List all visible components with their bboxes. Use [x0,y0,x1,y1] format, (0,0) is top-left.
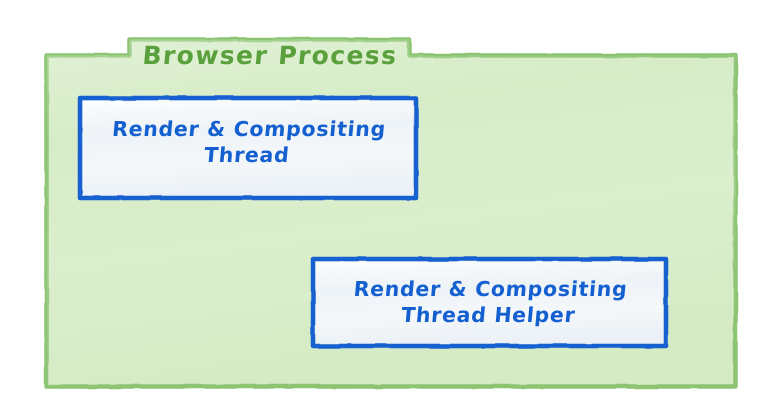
node-render-compositing-thread-helper[interactable] [310,256,669,349]
node-1-sheen [83,101,413,195]
node-2-sheen [316,262,663,343]
node-render-compositing-thread[interactable] [77,95,419,201]
